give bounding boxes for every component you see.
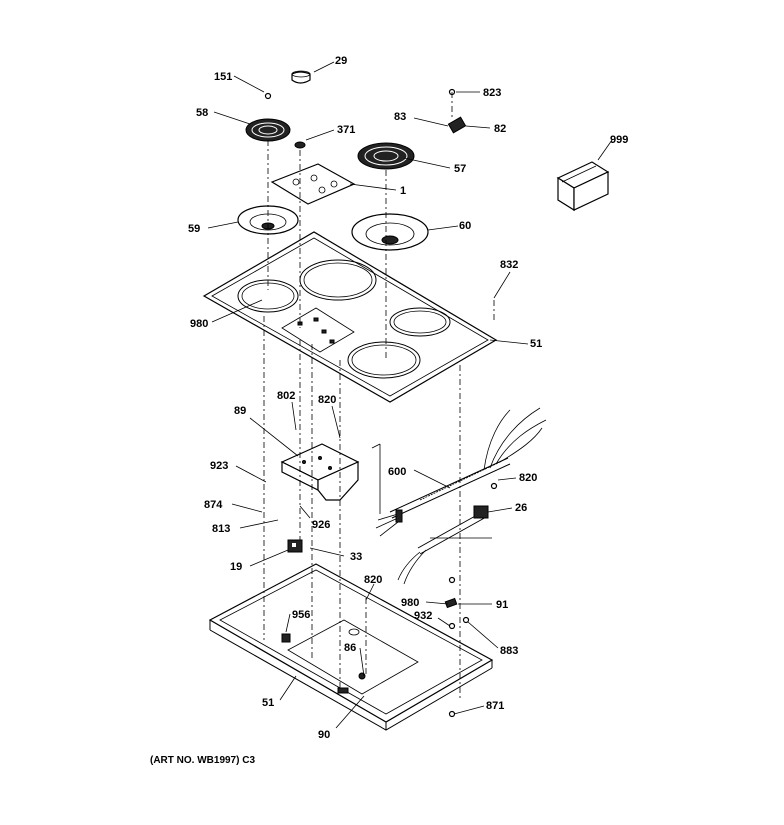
label-956: 956 <box>292 609 310 621</box>
screw-883 <box>462 616 470 624</box>
label-83: 83 <box>394 111 406 123</box>
label-999: 999 <box>610 134 628 146</box>
leader-lines <box>207 61 613 729</box>
label-89: 89 <box>234 405 246 417</box>
art-number-caption: (ART NO. WB1997) C3 <box>150 755 255 766</box>
label-874: 874 <box>204 499 223 511</box>
label-29: 29 <box>335 55 347 67</box>
label-820-top: 820 <box>318 394 336 406</box>
cooktop-bottom-box <box>208 563 494 731</box>
label-86: 86 <box>344 642 356 654</box>
receptacle-82 <box>447 116 467 134</box>
drip-pan-60 <box>351 213 429 251</box>
switch-26 <box>397 505 489 585</box>
label-820-bottom: 820 <box>364 574 382 586</box>
kit-box-999 <box>556 161 610 212</box>
surface-unit-58 <box>245 118 291 142</box>
label-932: 932 <box>414 610 432 622</box>
label-980-bottom: 980 <box>401 597 419 609</box>
cooktop-top-panel <box>202 231 498 403</box>
label-813: 813 <box>212 523 230 535</box>
label-926: 926 <box>312 519 330 531</box>
screw-151 <box>264 92 272 100</box>
label-802: 802 <box>277 390 295 402</box>
label-371: 371 <box>337 124 355 136</box>
label-90: 90 <box>318 729 330 741</box>
alignment-lines <box>263 92 495 700</box>
surface-unit-57 <box>357 142 415 170</box>
label-151: 151 <box>214 71 232 83</box>
label-51-top: 51 <box>530 338 542 350</box>
label-51-bottom: 51 <box>262 697 274 709</box>
label-60: 60 <box>459 220 471 232</box>
screw-932b <box>448 622 456 630</box>
label-980: 980 <box>190 318 208 330</box>
clip-91 <box>444 597 458 609</box>
label-871: 871 <box>486 700 504 712</box>
screw-820b <box>490 482 498 490</box>
label-19: 19 <box>230 561 242 573</box>
screw-932 <box>448 576 456 584</box>
label-883: 883 <box>500 645 518 657</box>
label-58: 58 <box>196 107 208 119</box>
knob-29 <box>291 70 311 84</box>
mounting-plate-1 <box>270 163 356 205</box>
washer-371 <box>294 141 306 149</box>
label-91: 91 <box>496 599 508 611</box>
label-57: 57 <box>454 163 466 175</box>
label-1: 1 <box>400 185 406 197</box>
label-59: 59 <box>188 223 200 235</box>
label-600: 600 <box>388 466 406 478</box>
label-33: 33 <box>350 551 362 563</box>
label-923: 923 <box>210 460 228 472</box>
label-832: 832 <box>500 259 518 271</box>
label-82: 82 <box>494 123 506 135</box>
label-820-right: 820 <box>519 472 537 484</box>
label-823: 823 <box>483 87 501 99</box>
part-labels: 29 151 58 371 823 83 82 57 1 999 59 60 8… <box>188 55 628 741</box>
wire-harness-600 <box>375 407 547 537</box>
screw-871 <box>448 710 456 718</box>
clip-19 <box>287 539 303 553</box>
label-26: 26 <box>515 502 527 514</box>
